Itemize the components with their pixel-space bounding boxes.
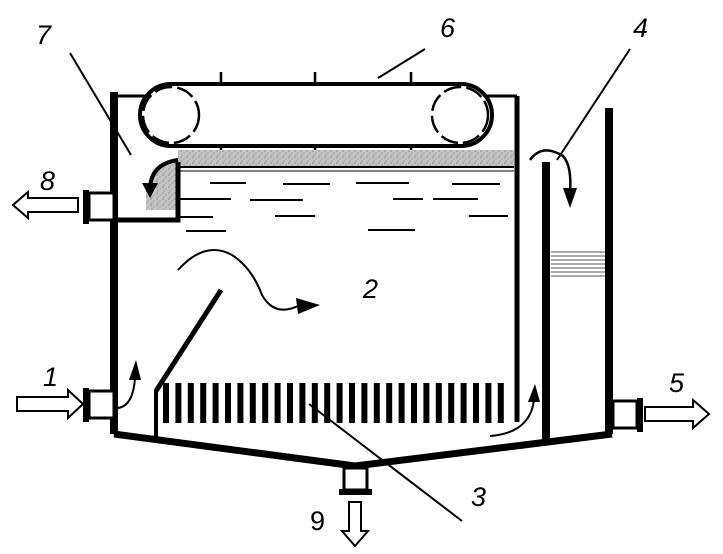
label-6: 6 bbox=[440, 13, 456, 43]
grid-bar bbox=[163, 383, 169, 423]
grid-bar bbox=[423, 383, 430, 423]
grid-bar bbox=[200, 383, 207, 423]
aerator-grid bbox=[163, 383, 504, 423]
pipe-9 bbox=[339, 466, 372, 495]
conveyor-belt bbox=[138, 82, 494, 148]
grid-bar bbox=[373, 383, 380, 423]
grid-bar bbox=[299, 383, 306, 423]
grid-bar bbox=[398, 383, 405, 423]
flow-arrow-zone2 bbox=[177, 249, 320, 314]
pipe-8 bbox=[83, 190, 116, 224]
grid-bar bbox=[249, 383, 256, 423]
grid-bar bbox=[473, 383, 479, 423]
grid-bar bbox=[497, 383, 504, 423]
grid-bar bbox=[336, 383, 343, 423]
grid-bar bbox=[386, 383, 393, 423]
label-1: 1 bbox=[43, 362, 58, 392]
grid-bar bbox=[225, 383, 231, 423]
inclined-baffle-slope bbox=[153, 288, 224, 393]
grid-bar bbox=[311, 383, 318, 423]
grid-bar bbox=[237, 383, 244, 423]
leader-3 bbox=[308, 403, 463, 522]
trough-flow-arrow bbox=[142, 158, 179, 198]
grid-bar bbox=[361, 383, 368, 423]
sludge-trough bbox=[118, 162, 181, 223]
grid-bar bbox=[349, 383, 355, 423]
outlet-arrow-8 bbox=[11, 189, 79, 221]
label-9: 9 bbox=[310, 506, 325, 536]
label-5: 5 bbox=[669, 368, 685, 398]
inlet-arrow-1 bbox=[16, 387, 85, 421]
grid-bar bbox=[274, 383, 281, 423]
partition-flow-arrow bbox=[489, 384, 540, 437]
label-8: 8 bbox=[40, 166, 55, 196]
grid-bar bbox=[324, 383, 331, 423]
grid-bar bbox=[262, 383, 269, 423]
leader-4 bbox=[556, 48, 631, 161]
scraper-conveyor bbox=[138, 72, 494, 160]
overflow-arrow bbox=[528, 149, 577, 208]
grid-bar bbox=[485, 383, 492, 423]
froth-band bbox=[178, 150, 514, 167]
grid-bar bbox=[448, 383, 455, 423]
grid-bar bbox=[187, 383, 194, 423]
grid-bar bbox=[435, 383, 442, 423]
left-pulley bbox=[141, 85, 201, 145]
froth-trough-fill bbox=[146, 160, 178, 210]
drain-arrow-9 bbox=[339, 501, 371, 548]
tank-bottom bbox=[113, 430, 613, 470]
label-2: 2 bbox=[362, 274, 378, 304]
leader-lines bbox=[69, 48, 631, 522]
right-pulley bbox=[430, 85, 490, 145]
outlet-water-lines bbox=[551, 251, 605, 277]
label-7: 7 bbox=[36, 20, 52, 50]
grid-bar bbox=[411, 383, 417, 423]
outlet-arrow-5 bbox=[644, 397, 711, 431]
label-4: 4 bbox=[633, 13, 648, 43]
label-3: 3 bbox=[471, 482, 486, 512]
grid-bar bbox=[175, 383, 182, 423]
froth-layer bbox=[146, 150, 514, 210]
water-lines bbox=[179, 182, 508, 232]
leader-7 bbox=[69, 52, 132, 156]
inlet-rise-arrow bbox=[117, 360, 141, 409]
grid-bar bbox=[460, 383, 467, 423]
grid-bar bbox=[212, 383, 219, 423]
leader-6 bbox=[377, 48, 426, 79]
pipe-5 bbox=[611, 398, 643, 432]
grid-bar bbox=[287, 383, 293, 423]
pipe-1 bbox=[83, 388, 116, 422]
